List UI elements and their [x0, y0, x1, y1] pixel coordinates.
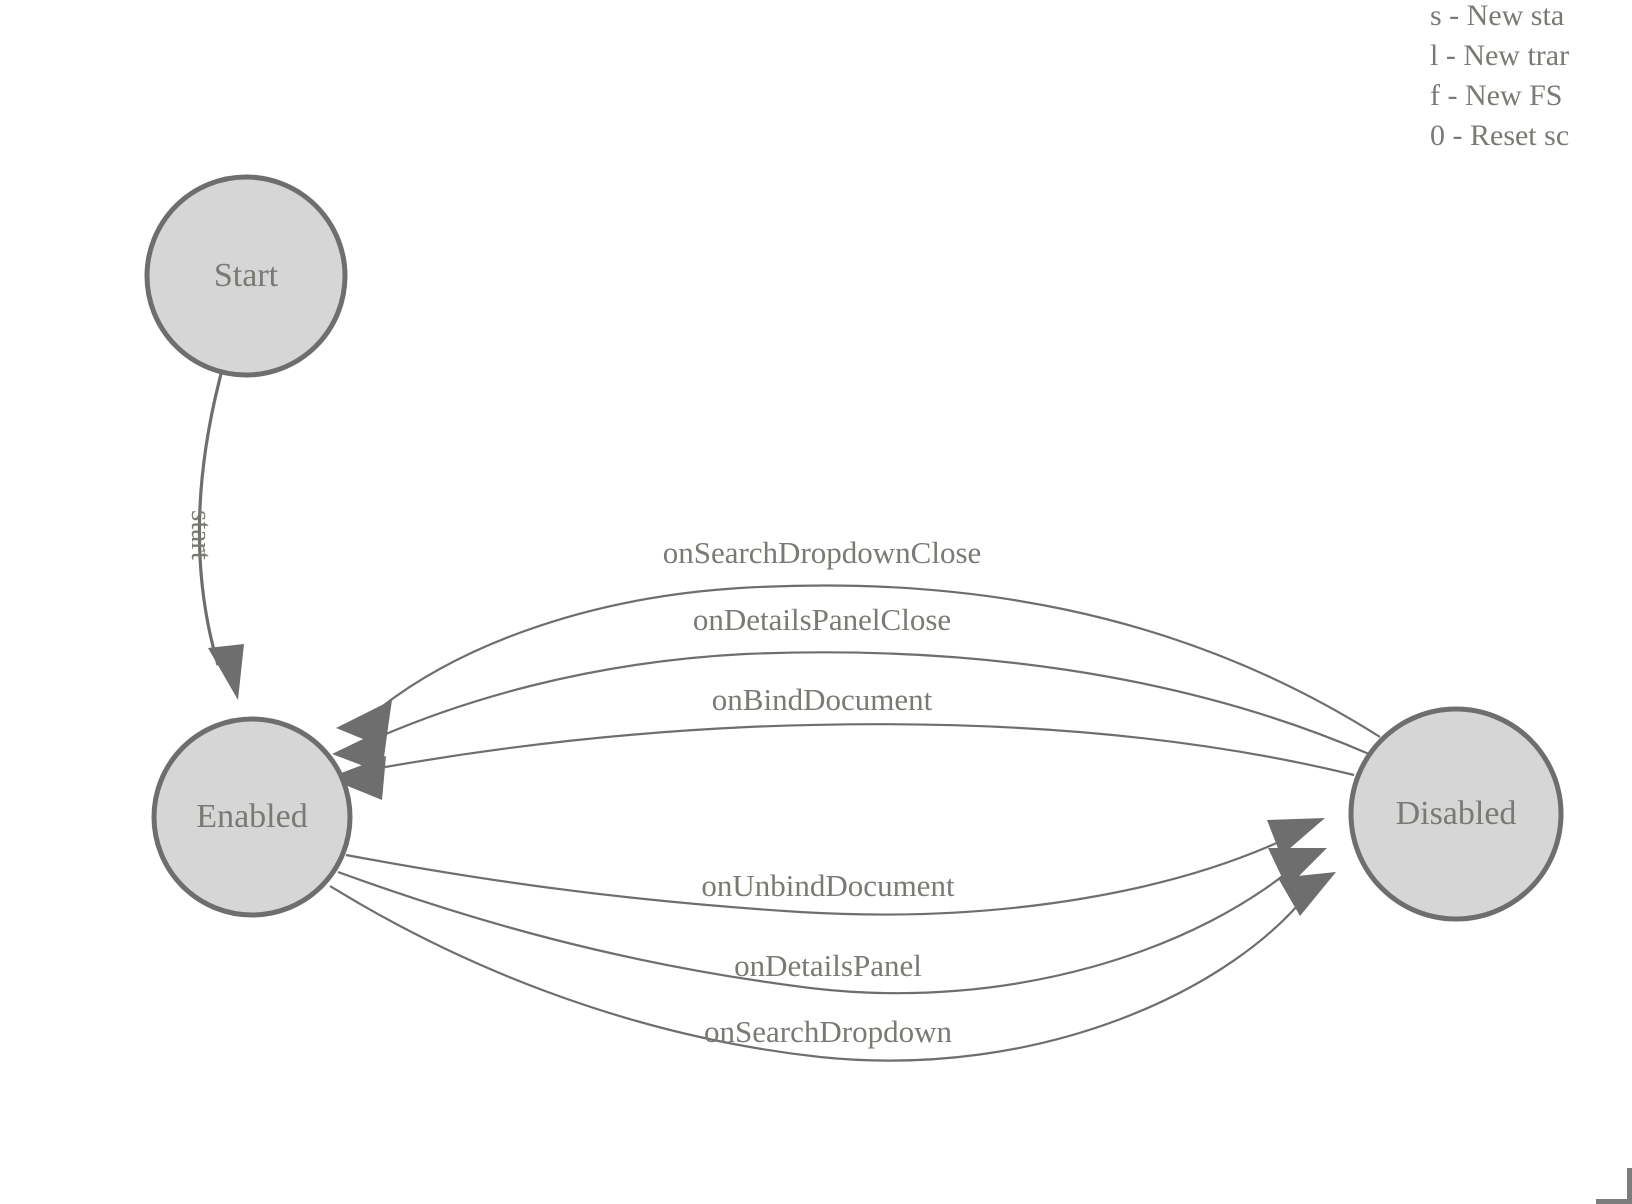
state-node-disabled-shape[interactable]	[1348, 706, 1564, 922]
help-legend-line-new-fsm: f - New FS	[1430, 79, 1563, 112]
label-onunbinddocument: onUnbindDocument	[701, 868, 955, 903]
transition-onbinddocument[interactable]	[328, 723, 1355, 800]
transition-onsearchdropdown[interactable]	[329, 872, 1336, 1062]
transition-onsearchdropdown-path[interactable]	[329, 885, 1313, 1062]
transition-onsearchdropdownclose-path[interactable]	[367, 584, 1381, 738]
state-node-enabled-label: Enabled	[196, 798, 307, 835]
transition-ondetailspanel-path[interactable]	[337, 859, 1303, 995]
label-onsearchdropdownclose: onSearchDropdownClose	[663, 535, 982, 570]
state-node-start-label: Start	[214, 257, 279, 294]
transition-start-arrowhead	[208, 644, 244, 700]
help-legend-line-new-state: s - New sta	[1430, 0, 1564, 32]
state-node-enabled[interactable]: Enabled	[151, 716, 353, 918]
label-ondetailspanelclose: onDetailsPanelClose	[693, 602, 951, 637]
transition-ondetailspanelclose-path[interactable]	[362, 651, 1370, 756]
state-node-disabled-label: Disabled	[1396, 795, 1517, 832]
transition-onbinddocument-arrowhead	[328, 756, 386, 800]
transition-start[interactable]	[197, 373, 244, 700]
help-legend-line-reset: 0 - Reset sc	[1430, 119, 1569, 152]
state-node-start-shape[interactable]	[144, 174, 348, 378]
transition-onbinddocument-path[interactable]	[357, 723, 1355, 777]
help-legend-line-new-transition: l - New trar	[1430, 39, 1569, 72]
state-node-disabled[interactable]: Disabled	[1348, 706, 1564, 922]
resize-grip-handle[interactable]	[1596, 1168, 1632, 1204]
transition-start-path[interactable]	[197, 373, 223, 666]
label-onbinddocument: onBindDocument	[712, 682, 933, 717]
label-onsearchdropdown: onSearchDropdown	[704, 1014, 952, 1049]
transition-onunbinddocument[interactable]	[345, 818, 1325, 916]
transition-onsearchdropdown-arrowhead	[1278, 872, 1336, 916]
label-ondetailspanel: onDetailsPanel	[734, 948, 922, 983]
transition-onunbinddocument-arrowhead	[1267, 818, 1325, 856]
transition-start-label: start	[185, 510, 217, 560]
transition-onunbinddocument-path[interactable]	[345, 831, 1301, 916]
state-node-start[interactable]: Start	[144, 174, 348, 378]
help-legend: s - New sta l - New trar f - New FS 0 - …	[1430, 0, 1569, 152]
state-node-enabled-shape[interactable]	[151, 716, 353, 918]
